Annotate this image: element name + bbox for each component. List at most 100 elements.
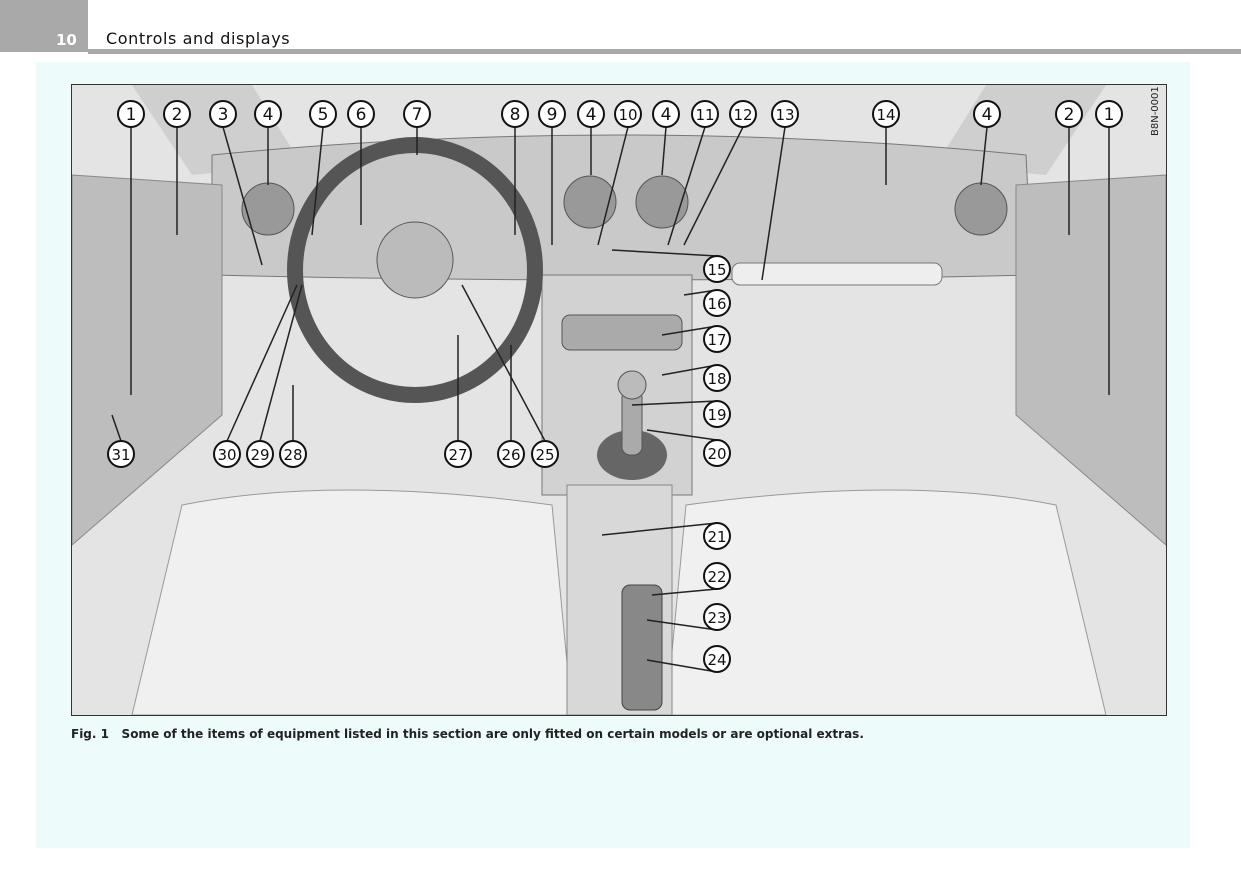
climate-control [561, 314, 683, 351]
callout-circle [538, 100, 566, 128]
caption-text: Some of the items of equipment listed in… [121, 727, 864, 741]
leader-line [631, 400, 718, 406]
callout-circle [703, 289, 731, 317]
caption-label: Fig. 1 [71, 727, 109, 741]
section-title: Controls and displays [106, 29, 291, 48]
callout-number: 6 [356, 105, 367, 125]
callout-circle [771, 100, 799, 128]
header-rule [88, 49, 1241, 54]
callout-circle [444, 440, 472, 468]
leader-line [461, 284, 546, 442]
leader-line [601, 522, 718, 536]
callout-circle [279, 440, 307, 468]
callout-number: 4 [982, 105, 993, 125]
callout-circle [246, 440, 274, 468]
switch-panel [621, 584, 663, 711]
callout-number: 16 [707, 295, 726, 313]
leader-line [661, 126, 667, 176]
callout-circle [1055, 100, 1083, 128]
leader-line [597, 126, 629, 246]
leader-line [980, 126, 988, 186]
callout-circle [652, 100, 680, 128]
gear-knob [617, 370, 647, 400]
callout-number: 7 [412, 105, 423, 125]
callout-circle [497, 440, 525, 468]
leader-line [661, 325, 718, 336]
callout-number: 1 [126, 105, 137, 125]
leader-line [646, 659, 718, 673]
callout-number: 22 [707, 568, 726, 586]
callout-circle [703, 645, 731, 673]
callout-number: 19 [707, 406, 726, 424]
callout-number: 23 [707, 609, 726, 627]
callout-number: 13 [775, 106, 794, 124]
callout-number: 24 [707, 651, 726, 669]
callout-circle [1095, 100, 1123, 128]
leader-line [222, 126, 263, 266]
callout-circle [703, 400, 731, 428]
callout-number: 9 [547, 105, 558, 125]
callout-circle [577, 100, 605, 128]
callout-circle [703, 603, 731, 631]
seat-right [665, 489, 1107, 715]
callout-circle [254, 100, 282, 128]
callout-circle [973, 100, 1001, 128]
callout-number: 28 [283, 446, 302, 464]
vent-center-2 [635, 175, 689, 229]
leader-line [646, 619, 718, 631]
door-right [1015, 174, 1166, 546]
vent-right [954, 182, 1008, 236]
callout-circle [703, 439, 731, 467]
callout-number: 8 [510, 105, 521, 125]
callout-circle [347, 100, 375, 128]
callout-number: 14 [876, 106, 895, 124]
page-number: 10 [56, 31, 77, 49]
leader-line [661, 364, 718, 376]
leader-line [111, 414, 122, 442]
callout-circle [703, 255, 731, 283]
callout-circle [614, 100, 642, 128]
callout-circle [703, 364, 731, 392]
callout-number: 17 [707, 331, 726, 349]
callout-number: 4 [263, 105, 274, 125]
callout-circle [213, 440, 241, 468]
callout-circle [209, 100, 237, 128]
figure-code: B8N-0001 [1150, 86, 1161, 136]
callout-circle [703, 562, 731, 590]
callout-circle [501, 100, 529, 128]
callout-number: 30 [217, 446, 236, 464]
callout-number: 10 [618, 106, 637, 124]
callout-number: 26 [501, 446, 520, 464]
callout-number: 3 [218, 105, 229, 125]
callout-number: 1 [1104, 105, 1115, 125]
callout-circle [163, 100, 191, 128]
callout-circle [729, 100, 757, 128]
callout-number: 27 [448, 446, 467, 464]
callout-number: 20 [707, 445, 726, 463]
callout-circle [107, 440, 135, 468]
leader-line [311, 126, 324, 236]
leader-line [683, 126, 744, 246]
page-number-block [0, 0, 88, 52]
callout-number: 18 [707, 370, 726, 388]
leader-line [667, 126, 706, 246]
vent-center-1 [563, 175, 617, 229]
leader-line [761, 126, 786, 281]
callout-circle [872, 100, 900, 128]
leader-line [651, 588, 718, 596]
callout-number: 15 [707, 261, 726, 279]
leader-line [259, 284, 303, 442]
glovebox-handle [731, 262, 943, 286]
callout-number: 21 [707, 528, 726, 546]
callout-number: 11 [695, 106, 714, 124]
callout-number: 31 [111, 446, 130, 464]
vent-left [241, 182, 295, 236]
callout-number: 5 [318, 105, 329, 125]
callout-circle [531, 440, 559, 468]
dashboard [211, 134, 1033, 281]
leader-line [646, 429, 718, 441]
callout-circle [703, 325, 731, 353]
callout-number: 25 [535, 446, 554, 464]
